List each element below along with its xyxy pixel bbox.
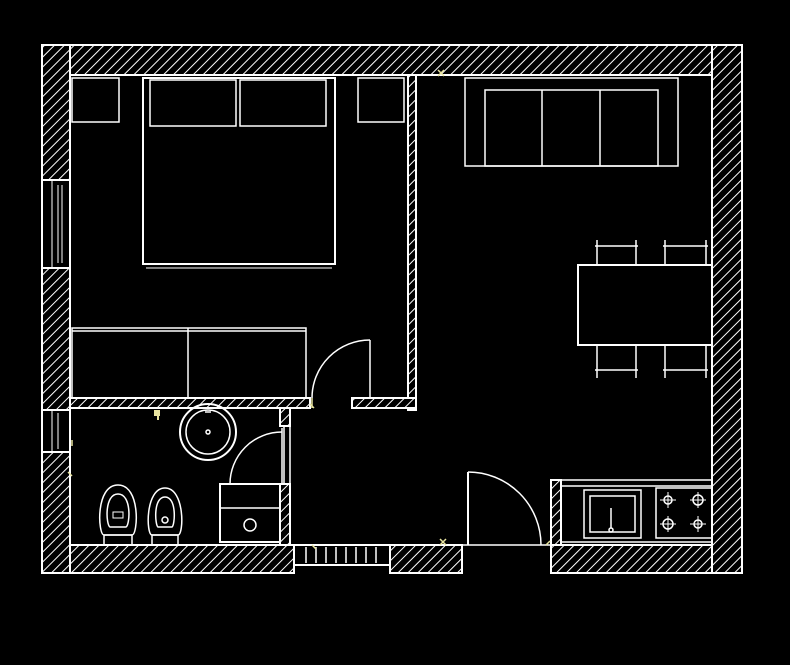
chair (595, 240, 638, 265)
bathroom-east-wall-upper (279, 407, 291, 427)
bedroom-window (41, 179, 71, 269)
kitchen (560, 479, 713, 543)
east-wall (711, 44, 743, 574)
wardrobe (71, 327, 307, 399)
bedroom-partition-wall (407, 74, 417, 411)
bathroom-door (229, 425, 291, 485)
bedroom-south-wall-east (351, 397, 417, 409)
sofa (464, 77, 679, 167)
washbasin (179, 403, 237, 461)
pillow (239, 79, 327, 127)
dining-table (577, 264, 713, 346)
entrance-door (461, 471, 552, 573)
chair (663, 345, 708, 378)
sink (583, 489, 642, 539)
cooktop (655, 487, 713, 539)
nightstand (357, 77, 405, 123)
bathroom-window (41, 409, 71, 453)
west-wall-upper (41, 44, 71, 181)
double-bed (142, 77, 336, 269)
toilet-roll-marker (154, 410, 160, 420)
chair (595, 345, 638, 378)
shower (219, 483, 281, 543)
exterior-walls (41, 44, 743, 574)
living-room (464, 77, 713, 378)
north-wall (41, 44, 743, 76)
bedroom (71, 77, 405, 408)
bathroom (99, 403, 291, 546)
kitchen-stub-wall (550, 479, 562, 546)
toilet (99, 484, 137, 546)
west-wall-lower (41, 451, 71, 574)
nightstand (71, 77, 120, 123)
bathroom-east-wall-lower (279, 483, 291, 546)
west-wall-middle (41, 267, 71, 411)
radiator (293, 544, 391, 566)
plan-markers (67, 69, 551, 550)
south-wall-west (41, 544, 295, 574)
bedroom-south-wall-west (69, 397, 311, 409)
pillow (149, 79, 237, 127)
chair (663, 240, 708, 265)
bidet (147, 487, 183, 546)
south-wall-middle (389, 544, 463, 574)
